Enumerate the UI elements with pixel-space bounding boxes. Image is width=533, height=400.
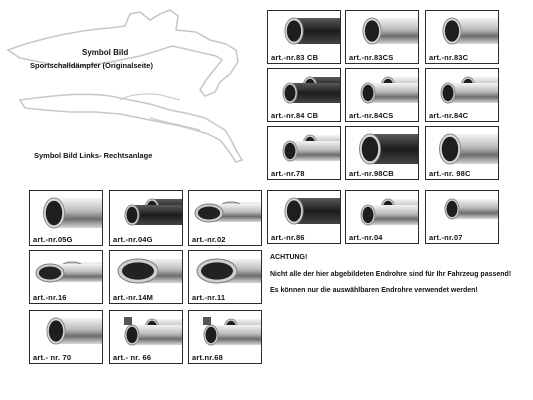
tailpipe-picture xyxy=(124,317,182,346)
article-number: art.-nr. 98C xyxy=(429,169,471,178)
article-number: art.-nr.83CS xyxy=(349,53,394,62)
tailpipe-tile-04g[interactable]: art.-nr.04G xyxy=(109,190,183,246)
tailpipe-picture xyxy=(43,197,102,229)
tailpipe-picture xyxy=(439,133,498,165)
article-number: art.-nr.83 CB xyxy=(271,53,319,62)
tailpipe-tile-02[interactable]: art.-nr.02 xyxy=(188,190,262,246)
article-number: art.-nr.98CB xyxy=(349,169,394,178)
left-right-system-label: Symbol Bild Links- Rechtsanlage xyxy=(34,151,153,160)
tailpipe-picture xyxy=(440,76,498,104)
tailpipe-tile-86[interactable]: art.-nr.86 xyxy=(267,190,341,244)
tailpipe-tile-84cb[interactable]: art.-nr.84 CB xyxy=(267,68,341,122)
tailpipe-picture xyxy=(35,261,102,283)
tailpipe-picture xyxy=(442,17,498,45)
sport-muffler-label: Sportschalldämpfer (Originalseite) xyxy=(30,61,153,70)
article-number: art.-nr.07 xyxy=(429,233,463,242)
tailpipe-picture xyxy=(282,76,340,104)
tailpipe-picture xyxy=(124,198,182,226)
article-number: art.-nr.84CS xyxy=(349,111,394,120)
tailpipe-tile-83cs[interactable]: art.-nr.83CS xyxy=(345,10,419,64)
upper-exhaust-outline xyxy=(6,9,239,97)
tailpipe-tile-05g[interactable]: art.-nr.05G xyxy=(29,190,103,246)
tailpipe-picture xyxy=(284,197,340,225)
tailpipe-tile-16[interactable]: art.-nr.16 xyxy=(29,250,103,304)
tailpipe-picture xyxy=(282,134,340,162)
article-number: art.-nr.11 xyxy=(192,293,226,302)
warning-fitment-text: Nicht alle der hier abgebildeten Endrohr… xyxy=(270,270,512,278)
tailpipe-tile-83cb[interactable]: art.-nr.83 CB xyxy=(267,10,341,64)
article-number: art.-nr.16 xyxy=(33,293,67,302)
tailpipe-tile-11[interactable]: art.-nr.11 xyxy=(188,250,262,304)
tailpipe-picture xyxy=(359,133,418,165)
warning-selection-text: Es können nur die auswählbaren Endrohre … xyxy=(270,287,478,294)
tailpipe-tile-84cs[interactable]: art.-nr.84CS xyxy=(345,68,419,122)
article-number: art.nr.68 xyxy=(192,353,223,362)
warning-notice: ACHTUNG! Nicht alle der hier abgebildete… xyxy=(270,253,530,303)
tailpipe-tile-66[interactable]: art.- nr. 66 xyxy=(109,310,183,364)
article-number: art.- nr. 66 xyxy=(113,353,152,362)
article-number: art.-nr.04 xyxy=(349,233,383,242)
article-number: art.-nr.14M xyxy=(113,293,154,302)
exhaust-system-diagram: Symbol Bild Sportschalldämpfer (Original… xyxy=(0,0,265,190)
tailpipe-picture xyxy=(360,198,418,226)
article-number: art.-nr.84C xyxy=(429,111,469,120)
tailpipe-picture xyxy=(46,317,102,345)
tailpipe-picture xyxy=(203,317,261,346)
tailpipe-tile-98c[interactable]: art.-nr. 98C xyxy=(425,126,499,180)
lower-exhaust-outline xyxy=(18,93,244,163)
article-number: art.-nr.05G xyxy=(33,235,73,244)
article-number: art.- nr. 70 xyxy=(33,353,72,362)
tailpipe-tile-07[interactable]: art.-nr.07 xyxy=(425,190,499,244)
tailpipe-tile-83c[interactable]: art.-nr.83C xyxy=(425,10,499,64)
tailpipe-picture xyxy=(362,17,418,45)
article-number: art.-nr.78 xyxy=(271,169,305,178)
tailpipe-tile-84c[interactable]: art.-nr.84C xyxy=(425,68,499,122)
tailpipe-tile-68[interactable]: art.nr.68 xyxy=(188,310,262,364)
warning-heading: ACHTUNG! xyxy=(270,254,308,261)
tailpipe-picture xyxy=(360,76,418,104)
tailpipe-picture xyxy=(117,258,182,284)
article-number: art.-nr.84 CB xyxy=(271,111,319,120)
article-number: art.-nr.83C xyxy=(429,53,469,62)
article-number: art.-nr.02 xyxy=(192,235,226,244)
symbol-image-label: Symbol Bild xyxy=(82,48,129,57)
tailpipe-tile-70[interactable]: art.- nr. 70 xyxy=(29,310,103,364)
tailpipe-tile-04[interactable]: art.-nr.04 xyxy=(345,190,419,244)
tailpipe-picture xyxy=(194,201,261,223)
tailpipe-picture xyxy=(284,17,340,45)
tailpipe-picture xyxy=(444,198,498,220)
tailpipe-tile-78[interactable]: art.-nr.78 xyxy=(267,126,341,180)
article-number: art.-nr.86 xyxy=(271,233,305,242)
tailpipe-tile-98cb[interactable]: art.-nr.98CB xyxy=(345,126,419,180)
tailpipe-tile-14m[interactable]: art.-nr.14M xyxy=(109,250,183,304)
exhaust-outline-drawing xyxy=(6,9,244,163)
article-number: art.-nr.04G xyxy=(113,235,153,244)
tailpipe-picture xyxy=(196,258,261,284)
